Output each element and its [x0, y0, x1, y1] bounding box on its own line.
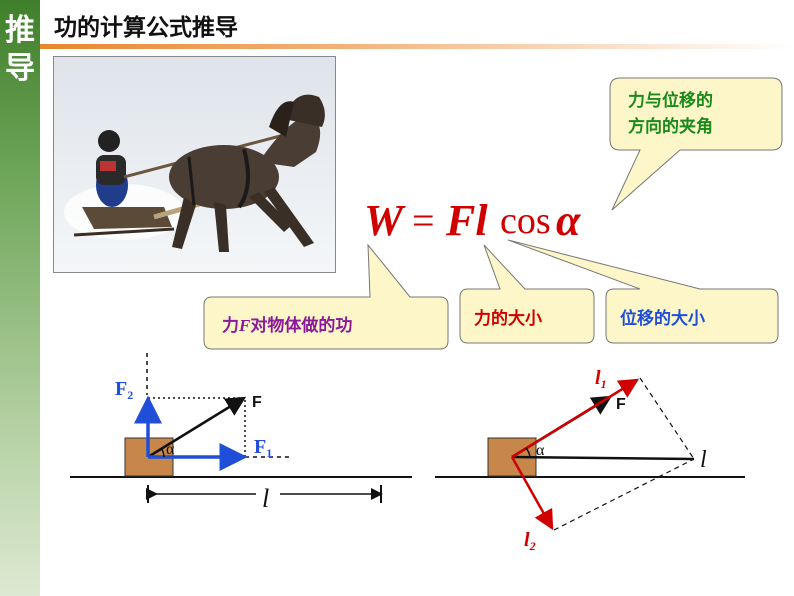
- sidebar-char-2: 导: [5, 51, 35, 86]
- angle-callout-box: [609, 77, 783, 211]
- dash-guide-upper: [639, 377, 695, 460]
- formula-Fl: Fl: [446, 196, 488, 245]
- displacement-component-l2: [510, 456, 554, 531]
- label-l-right: l: [700, 447, 707, 473]
- force-decomposition-figure: F2 F F1 α l: [70, 353, 412, 513]
- force-callout-text: 力的大小: [474, 309, 542, 329]
- work-callout-prefix: 力: [222, 316, 239, 336]
- displacement-component-l1: [511, 378, 640, 459]
- label-F1: F1: [254, 436, 272, 460]
- label-l1: l1: [595, 367, 607, 391]
- label-alpha-left: α: [166, 441, 175, 458]
- work-callout-suffix: 对物体做的功: [250, 316, 353, 336]
- angle-arc-left: [160, 447, 165, 458]
- angle-arc-right: [525, 447, 531, 458]
- displacement-vector-l: [511, 455, 695, 461]
- page-title: 功的计算公式推导: [54, 15, 238, 41]
- dash-guide-lower: [553, 458, 695, 531]
- force-vector-F: [147, 396, 247, 459]
- horse-sled-photo: [53, 56, 336, 273]
- label-F2: F2: [115, 378, 133, 402]
- title-underline: [40, 44, 794, 49]
- displacement-callout-box: [507, 239, 779, 344]
- displacement-callout-text: 位移的大小: [620, 309, 705, 329]
- formula-W: W: [364, 196, 404, 245]
- label-alpha-right: α: [536, 442, 545, 459]
- work-callout-text: 力F对物体做的功: [222, 311, 352, 336]
- work-callout-F: F: [239, 316, 251, 335]
- angle-callout-line1: 力与位移的: [628, 91, 713, 111]
- label-l2: l2: [524, 529, 536, 553]
- sidebar-char-1: 推: [5, 13, 35, 48]
- horse-sled-illustration: [54, 57, 335, 272]
- formula-cos: cos: [500, 200, 551, 242]
- label-F-right: F: [616, 396, 626, 413]
- sidebar: 推 导: [0, 0, 40, 596]
- label-l-left: l: [262, 484, 269, 513]
- angle-callout-text: 力与位移的 方向的夹角: [628, 88, 713, 140]
- label-F: F: [252, 394, 262, 411]
- displacement-decomposition-figure: l1 F α l l2: [435, 367, 745, 553]
- work-callout-box: [203, 243, 449, 350]
- formula-alpha: α: [556, 196, 581, 245]
- formula-equals: =: [412, 198, 435, 243]
- work-formula: W = Fl cos α: [360, 193, 620, 253]
- force-callout-box: [459, 244, 595, 344]
- angle-callout-line2: 方向的夹角: [628, 117, 713, 137]
